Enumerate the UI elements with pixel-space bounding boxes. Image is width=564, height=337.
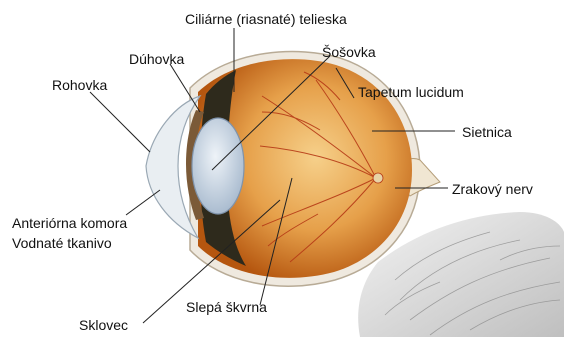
label-vitreous: Sklovec [79,317,128,333]
label-aqueous-humor: Vodnaté tkanivo [12,235,112,251]
label-anterior-chamber: Anteriórna komora [12,215,127,231]
label-lens: Šošovka [322,44,376,60]
lens [192,118,244,214]
label-tapetum: Tapetum lucidum [358,84,464,100]
label-blind-spot: Slepá škvrna [186,299,267,315]
label-optic-nerve: Zrakový nerv [452,181,533,197]
label-ciliary-body: Ciliárne (riasnaté) telieska [185,11,347,27]
optic-disc [373,173,383,183]
label-retina: Sietnica [462,124,512,140]
label-iris: Dúhovka [129,51,184,67]
label-cornea: Rohovka [52,77,107,93]
